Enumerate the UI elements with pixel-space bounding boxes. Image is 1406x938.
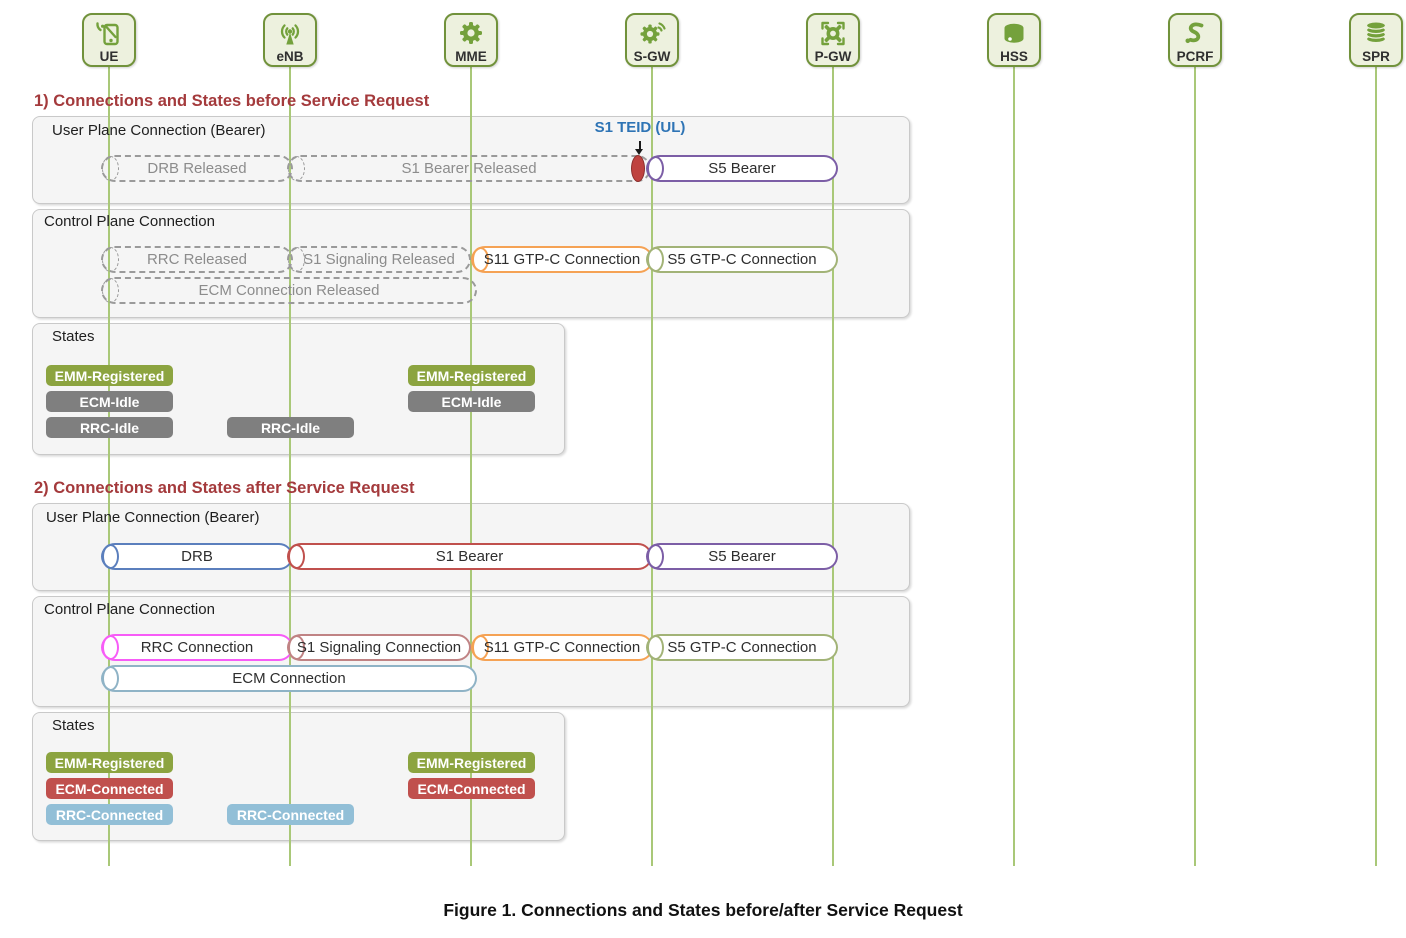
entity-spr: SPR: [1349, 13, 1403, 67]
entity-pgw: P-GW: [806, 13, 860, 67]
sgw-gear-signal-icon: [637, 17, 667, 49]
pill-drb-released: DRB Released: [101, 155, 293, 182]
section1-user-plane-title: User Plane Connection (Bearer): [52, 122, 266, 139]
pill-s5-bearer-before: S5 Bearer: [646, 155, 838, 182]
entity-label-pgw: P-GW: [814, 49, 852, 64]
hss-database-icon: [999, 17, 1029, 49]
entity-label-spr: SPR: [1362, 49, 1390, 64]
state-badge-ue-rrc-after: RRC-Connected: [46, 804, 173, 825]
pill-rrc-connection: RRC Connection: [101, 634, 293, 661]
section1-states-title: States: [52, 328, 95, 345]
s1-teid-arrow: [639, 141, 641, 150]
pill-s5-gtpc-after: S5 GTP-C Connection: [646, 634, 838, 661]
s1-teid-arrowhead-icon: [635, 149, 643, 155]
state-badge-enb-rrc: RRC-Idle: [227, 417, 354, 438]
entity-sgw: S-GW: [625, 13, 679, 67]
entity-hss: HSS: [987, 13, 1041, 67]
entity-label-ue: UE: [99, 49, 119, 64]
state-badge-ue-emm: EMM-Registered: [46, 365, 173, 386]
s1-teid-label: S1 TEID (UL): [594, 119, 686, 136]
entity-label-sgw: S-GW: [633, 49, 671, 64]
pill-ecm-released: ECM Connection Released: [101, 277, 477, 304]
s1-teid-marker: [631, 155, 645, 182]
entity-ue: UE: [82, 13, 136, 67]
lifeline-spr: [1375, 66, 1377, 866]
state-badge-mme-emm-after: EMM-Registered: [408, 752, 535, 773]
state-badge-enb-rrc-after: RRC-Connected: [227, 804, 354, 825]
mme-gear-icon: [456, 17, 486, 49]
figure-caption: Figure 1. Connections and States before/…: [443, 900, 963, 920]
spr-database-stack-icon: [1361, 17, 1391, 49]
entity-label-mme: MME: [455, 49, 487, 64]
section2-control-plane-title: Control Plane Connection: [44, 601, 215, 618]
pill-s1-bearer-released: S1 Bearer Released: [287, 155, 651, 182]
pill-s1-bearer-after: S1 Bearer: [287, 543, 652, 570]
section1-control-plane-title: Control Plane Connection: [44, 213, 215, 230]
pill-s11-gtpc-after: S11 GTP-C Connection: [471, 634, 653, 661]
pill-s1-signaling-released: S1 Signaling Released: [287, 246, 471, 273]
ue-phone-icon: [94, 17, 124, 49]
pcrf-policy-swirl-icon: [1180, 17, 1210, 49]
entity-pcrf: PCRF: [1168, 13, 1222, 67]
entity-label-enb: eNB: [276, 49, 304, 64]
entity-mme: MME: [444, 13, 498, 67]
pill-ecm-connection: ECM Connection: [101, 665, 477, 692]
entity-label-pcrf: PCRF: [1176, 49, 1214, 64]
section2-states-title: States: [52, 717, 95, 734]
pgw-gear-arrows-icon: [818, 17, 848, 49]
pill-s1-signaling-connection: S1 Signaling Connection: [287, 634, 471, 661]
enb-antenna-icon: [275, 17, 305, 49]
state-badge-ue-rrc: RRC-Idle: [46, 417, 173, 438]
state-badge-ue-emm-after: EMM-Registered: [46, 752, 173, 773]
lifeline-ue: [108, 66, 110, 866]
state-badge-ue-ecm: ECM-Idle: [46, 391, 173, 412]
section1-heading: 1) Connections and States before Service…: [34, 92, 430, 110]
pill-s11-gtpc-before: S11 GTP-C Connection: [471, 246, 653, 273]
pill-s5-bearer-after: S5 Bearer: [646, 543, 838, 570]
lifeline-hss: [1013, 66, 1015, 866]
section2-heading: 2) Connections and States after Service …: [34, 479, 415, 497]
state-badge-ue-ecm-after: ECM-Connected: [46, 778, 173, 799]
section2-user-plane-title: User Plane Connection (Bearer): [46, 509, 260, 526]
pill-rrc-released: RRC Released: [101, 246, 293, 273]
lifeline-enb: [289, 66, 291, 866]
pill-drb-after: DRB: [101, 543, 293, 570]
entity-label-hss: HSS: [1000, 49, 1028, 64]
lifeline-pcrf: [1194, 66, 1196, 866]
state-badge-mme-emm: EMM-Registered: [408, 365, 535, 386]
state-badge-mme-ecm-after: ECM-Connected: [408, 778, 535, 799]
lifeline-sgw: [651, 66, 653, 866]
state-badge-mme-ecm: ECM-Idle: [408, 391, 535, 412]
lifeline-mme: [470, 66, 472, 866]
entity-enb: eNB: [263, 13, 317, 67]
pill-s5-gtpc-before: S5 GTP-C Connection: [646, 246, 838, 273]
lifeline-pgw: [832, 66, 834, 866]
